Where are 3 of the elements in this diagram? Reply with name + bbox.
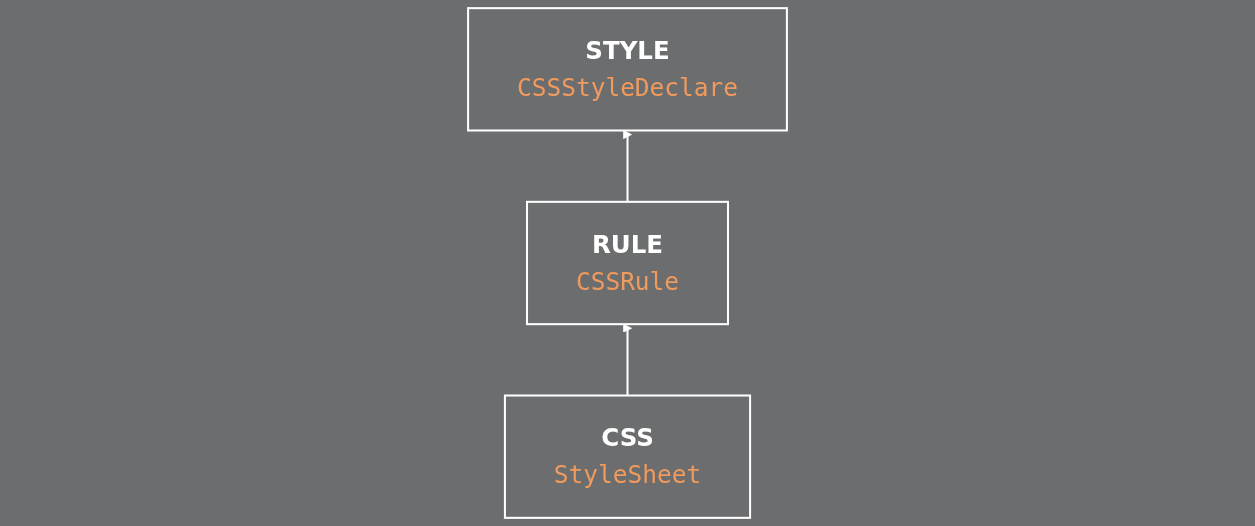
node-box: STYLE CSSStyleDeclare: [467, 7, 788, 132]
node-box: CSS StyleSheet: [503, 394, 752, 519]
node-box: RULE CSSRule: [526, 200, 729, 326]
